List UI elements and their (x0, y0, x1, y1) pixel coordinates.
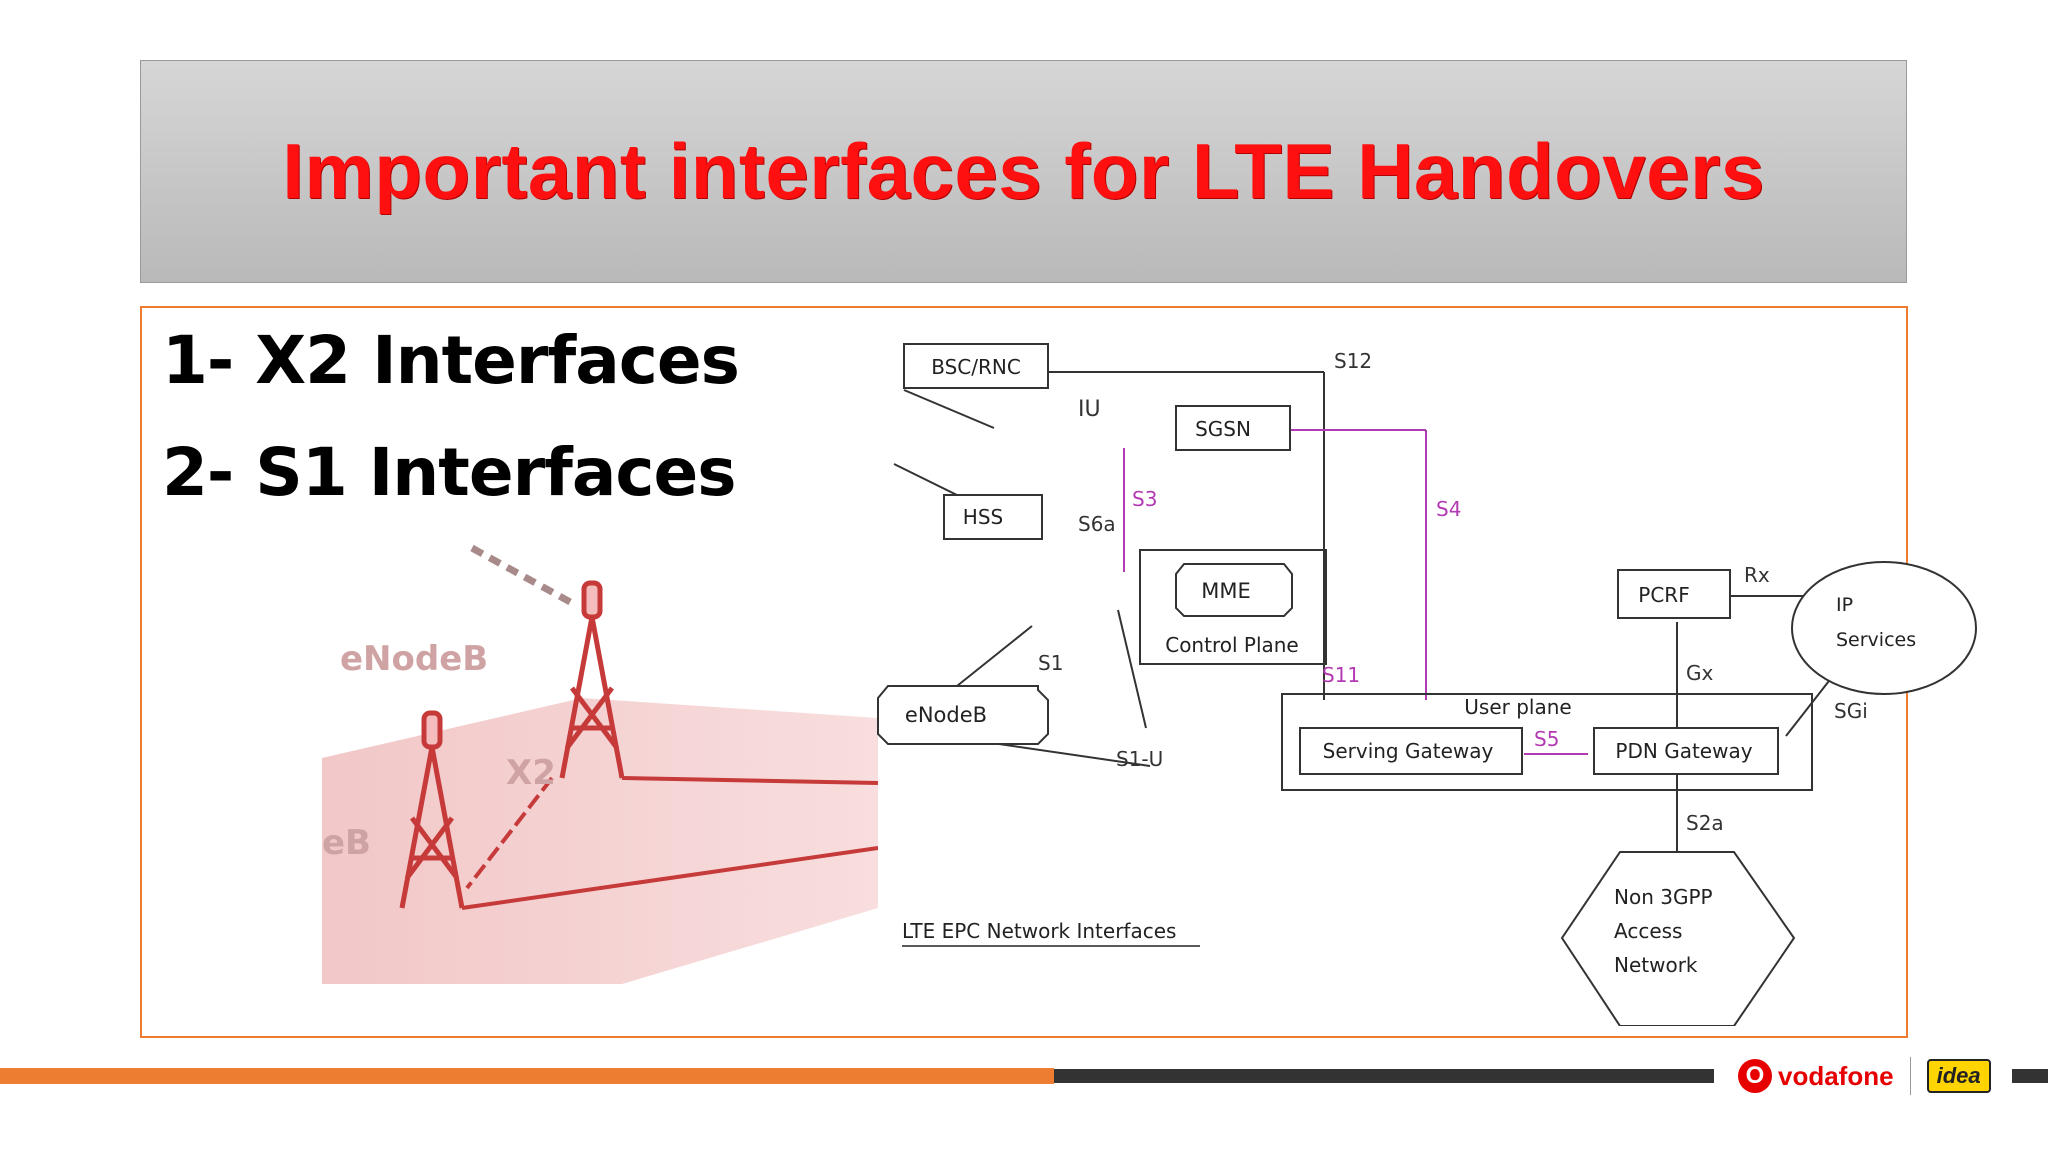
user-plane-box (1281, 693, 1813, 791)
dashed-signal (470, 544, 574, 607)
gx-label: Gx (1686, 661, 1713, 685)
coverage-plane (322, 698, 878, 984)
bullet-x2-interfaces: 1- X2 Interfaces (162, 322, 740, 399)
title-banner: Important interfaces for LTE Handovers (140, 60, 1907, 283)
vodafone-logo-icon: O (1738, 1059, 1772, 1093)
diagram-caption: LTE EPC Network Interfaces (902, 919, 1176, 943)
slide-title: Important interfaces for LTE Handovers (282, 127, 1765, 215)
non-3gpp-label: Non 3GPP (1614, 885, 1713, 909)
tower-icon (559, 580, 625, 779)
footer-dark-bar (1054, 1069, 1714, 1083)
idea-logo: idea (1926, 1059, 1991, 1093)
sgsn-label: SGSN (1195, 417, 1251, 441)
serving-gateway-label: Serving Gateway (1323, 739, 1494, 763)
non-3gpp-access-node (1560, 851, 1796, 1026)
hss-label: HSS (963, 505, 1003, 529)
lte-epc-diagram: BSC/RNC SGSN HSS MME Control Plane eNode… (877, 343, 1977, 1026)
pcrf-label: PCRF (1638, 583, 1689, 607)
ip-services-label: Services (1836, 629, 1916, 651)
s5-label: S5 (1534, 727, 1559, 751)
s1-u-label: S1-U (1116, 747, 1163, 771)
s1-label: S1 (1038, 651, 1063, 675)
bsc-rnc-label: BSC/RNC (931, 355, 1021, 379)
non-3gpp-label: Network (1614, 953, 1698, 977)
footer-orange-bar (0, 1068, 1054, 1084)
ip-services-label: IP (1836, 594, 1853, 616)
pcrf-node (1617, 569, 1731, 619)
control-plane-label: Control Plane (1165, 633, 1299, 657)
s11-label: S11 (1322, 663, 1360, 687)
sgsn-node (1175, 405, 1291, 451)
footer-dark-bar-end (2012, 1069, 2048, 1083)
rx-label: Rx (1744, 563, 1770, 587)
non-3gpp-label: Access (1614, 919, 1682, 943)
tower-icon (399, 710, 465, 909)
x2-link (465, 776, 554, 890)
vodafone-logo-text: vodafone (1778, 1060, 1894, 1091)
sgi-label: SGi (1834, 699, 1868, 723)
logo-separator (1909, 1057, 1911, 1095)
s1-link-faded (621, 776, 878, 785)
user-plane-label: User plane (1464, 695, 1571, 719)
s3-label: S3 (1132, 487, 1157, 511)
mme-label: MME (1201, 579, 1251, 603)
enodeb-towers-illustration: eNodeB eB X2 (322, 544, 878, 984)
enodeb-label-faded: eNodeB (340, 639, 488, 679)
bullet-s1-interfaces: 2- S1 Interfaces (162, 434, 737, 511)
s1-link-faded (461, 846, 878, 910)
iu-label: IU (1078, 397, 1101, 422)
enodeb-label-faded-partial: eB (322, 823, 371, 863)
s2a-label: S2a (1686, 811, 1724, 835)
control-plane-box (1139, 549, 1327, 665)
pdn-gateway-node (1593, 727, 1779, 775)
enodeb-label: eNodeB (905, 703, 987, 727)
s4-label: S4 (1436, 497, 1461, 521)
pdn-gateway-label: PDN Gateway (1615, 739, 1752, 763)
s12-label: S12 (1334, 349, 1372, 373)
footer-logos: O vodafone idea (1738, 1054, 1991, 1098)
x2-label-faded: X2 (506, 753, 556, 793)
content-panel: 1- X2 Interfaces 2- S1 Interfaces eNodeB (140, 306, 1977, 1038)
ip-services-node (1791, 561, 1977, 695)
bsc-rnc-node (903, 343, 1049, 389)
serving-gateway-node (1299, 727, 1523, 775)
enodeb-node (877, 685, 1049, 745)
s6a-label: S6a (1078, 512, 1116, 536)
mme-node (1175, 563, 1293, 617)
hss-node (943, 494, 1043, 540)
